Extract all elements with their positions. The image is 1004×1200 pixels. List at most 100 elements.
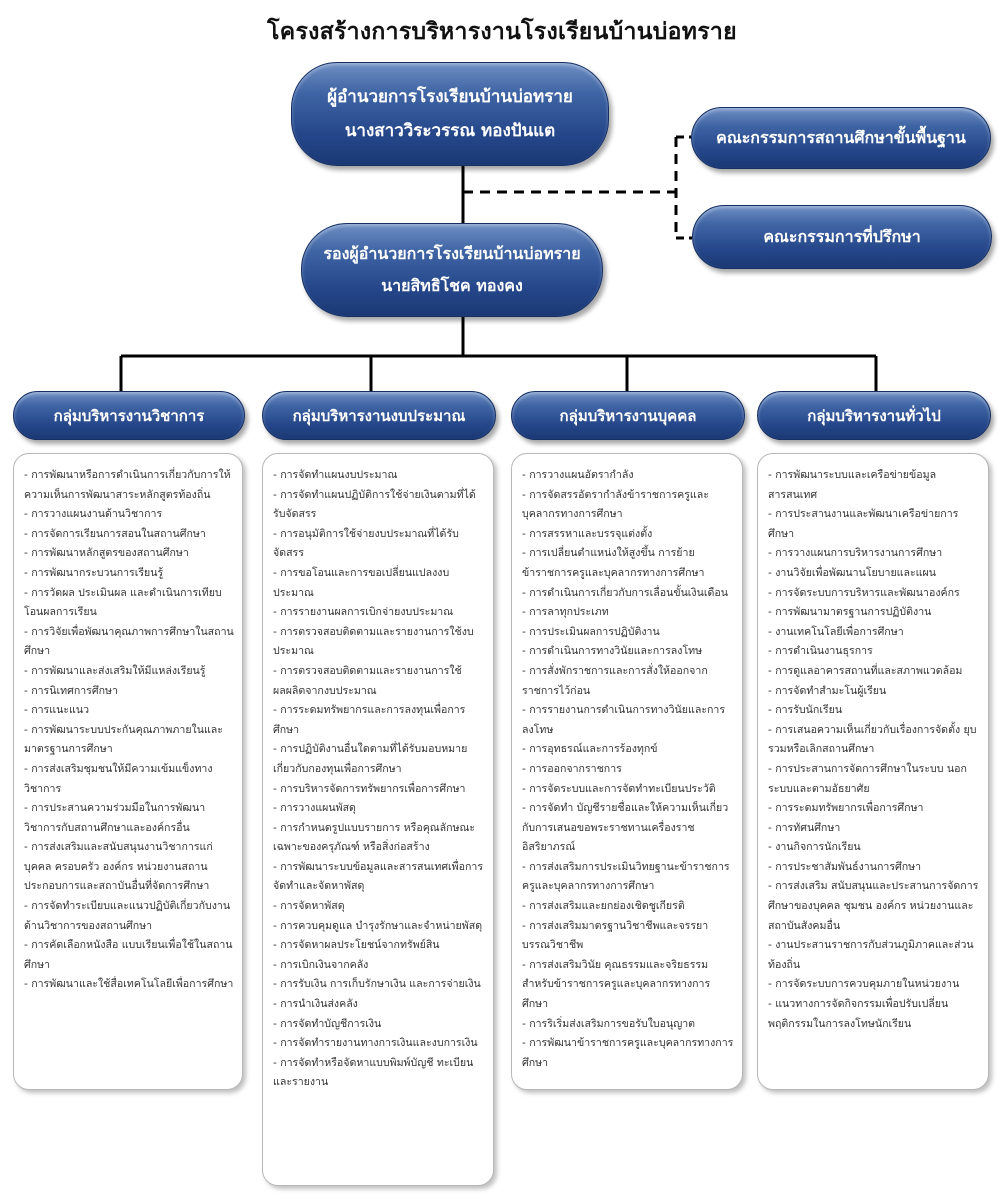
group-label: กลุ่มบริหารงานวิชาการ [53, 406, 205, 425]
task-item: - การจัดหาพัสดุ [273, 900, 345, 913]
task-item: - การทัศนศึกษา [768, 821, 841, 834]
task-item: - การนำเงินส่งคลัง [273, 998, 358, 1011]
task-item: - การวางแผนอัตรากำลัง [522, 469, 634, 481]
task-item: - การส่งเสริม สนับสนุนและประสานการจัดการ… [768, 880, 979, 932]
personnel-task-list: - การวางแผนอัตรากำลัง - การจัดสรรอัตรากำล… [511, 453, 743, 1090]
task-item: - การวางแผนพัสดุ [273, 802, 356, 815]
task-item: - การพัฒนาระบบข้อมูลและสารสนเทศเพื่อการจ… [273, 860, 484, 893]
task-item: - การส่งเสริมและสนับสนุนงานวิชาการแก่บุค… [24, 841, 213, 893]
task-item: - การจัดทำแผนงบประมาณ [273, 469, 398, 481]
task-item: - การริเริ่มส่งเสริมการขอรับใบอนุญาต [522, 1017, 696, 1030]
task-item: - งานวิจัยเพื่อพัฒนานโยบายและแผน [768, 566, 936, 579]
task-item: - การคัดเลือกหนังสือ แบบเรียนเพื่อใช้ในส… [24, 939, 233, 971]
task-item: - การพัฒนาหรือการดำเนินการเกี่ยวกับการให… [24, 469, 231, 501]
task-item: - การวางแผนงานด้านวิชาการ [24, 508, 163, 521]
task-item: - แนวทางการจัดกิจกรรมเพื่อปรับเปลี่ยนพฤต… [768, 998, 949, 1030]
director-position: ผู้อำนวยการโรงเรียนบ้านบ่อทราย [327, 87, 573, 107]
task-item: - การวิจัยเพื่อพัฒนาคุณภาพการศึกษาในสถาน… [24, 625, 234, 658]
task-item: - งานกิจการนักเรียน [768, 841, 861, 854]
task-item: - การพัฒนาข้าราชการครูและบุคลากรทางการศึ… [522, 1037, 734, 1069]
task-item: - การเปลี่ยนตำแหน่งให้สูงขึ้น การย้ายข้า… [522, 547, 705, 579]
task-item: - การส่งเสริมชุมชนให้มีความเข้มแข็งทางวิ… [24, 762, 213, 795]
task-item: - การจัดสรรอัตรากำลังข้าราชการครูและบุคล… [522, 488, 709, 521]
task-item: - การส่งเสริมและยกย่องเชิดชูเกียรติ [522, 900, 685, 913]
task-item: - การลาทุกประเภท [522, 606, 609, 619]
task-item: - การจัดทำรายงานทางการเงินและงบการเงิน [273, 1037, 478, 1050]
group-label: กลุ่มบริหารงานทั่วไป [807, 406, 941, 425]
task-item: - การรับเงิน การเก็บรักษาเงิน และการจ่าย… [273, 978, 481, 991]
task-item: - การประสานความร่วมมือในการพัฒนาวิชาการก… [24, 802, 206, 834]
task-item: - การประสานงานและพัฒนาเครือข่ายการศึกษา [768, 508, 959, 540]
group-personnel-box: กลุ่มบริหารงานบุคคล [511, 391, 745, 440]
task-item: - การวางแผนการบริหารงานการศึกษา [768, 547, 943, 560]
task-item: - การสรรหาและบรรจุแต่งตั้ง [522, 527, 653, 540]
task-item: - การดำเนินการเกี่ยวกับการเลื่อนขั้นเงิน… [522, 586, 728, 599]
task-item: - การดูแลอาคารสถานที่และสภาพแวดล้อม [768, 664, 963, 677]
task-item: - การเสนอความเห็นเกี่ยวกับเรื่องการจัดตั… [768, 723, 977, 756]
task-item: - การอนุมัติการใช้จ่ายงบประมาณที่ได้รับจ… [273, 527, 459, 560]
task-item: - การพัฒนาหลักสูตรของสถานศึกษา [24, 547, 189, 560]
deputy-name: นายสิทธิโชค ทองคง [381, 276, 523, 295]
group-general-box: กลุ่มบริหารงานทั่วไป [757, 391, 991, 440]
budget-task-list: - การจัดทำแผนงบประมาณ - การจัดทำแผนปฏิบัต… [262, 453, 494, 1186]
task-item: - การนิเทศการศึกษา [24, 684, 118, 697]
task-item: - การพัฒนาและใช้สื่อเทคโนโลยีเพื่อการศึก… [24, 978, 234, 991]
task-item: - การวัดผล ประเมินผล และดำเนินการเทียบโอ… [24, 586, 222, 619]
task-item: - การจัดระบบการบริหารและพัฒนาองค์กร [768, 586, 960, 599]
task-item: - การจัดระบบการควบคุมภายในหน่วยงาน [768, 978, 960, 991]
task-item: - การรับนักเรียน [768, 704, 843, 717]
task-item: - การจัดระบบและการจัดทำทะเบียนประวัติ [522, 782, 716, 795]
task-item: - การประชาสัมพันธ์งานการศึกษา [768, 860, 922, 873]
task-item: - การจัดทำระเบียบและแนวปฏิบัติเกี่ยวกับง… [24, 900, 231, 932]
task-item: - การจัดทำ บัญชีรายชื่อและให้ความเห็นเกี… [522, 802, 729, 854]
task-item: - การแนะแนว [24, 704, 90, 717]
task-item: - การส่งเสริมมาตรฐานวิชาชีพและจรรยาบรรณว… [522, 919, 709, 952]
task-item: - การรายงานการดำเนินการทางวินัยและการลงโ… [522, 704, 726, 736]
page-title: โครงสร้างการบริหารงานโรงเรียนบ้านบ่อทราย [267, 19, 737, 45]
task-item: - การออกจากราชการ [522, 762, 622, 775]
task-item: - การพัฒนามาตรฐานการปฏิบัติงาน [768, 606, 932, 619]
task-item: - การปฏิบัติงานอื่นใดตามที่ได้รับมอบหมาย… [273, 743, 468, 775]
director-box: ผู้อำนวยการโรงเรียนบ้านบ่อทราย นางสาววิร… [291, 62, 609, 166]
task-item: - การจัดการเรียนการสอนในสถานศึกษา [24, 527, 206, 540]
task-item: - การตรวจสอบติดตามและรายงานการใช้งบประมา… [273, 625, 474, 658]
deputy-position: รองผู้อำนวยการโรงเรียนบ้านบ่อทราย [323, 244, 581, 263]
group-label: กลุ่มบริหารงานบุคคล [559, 406, 697, 425]
task-item: - การส่งเสริมวินัย คุณธรรมและจริยธรรมสำห… [522, 958, 711, 1011]
director-name: นางสาววิระวรรณ ทองปันแต [344, 121, 556, 141]
task-item: - การรายงานผลการเบิกจ่ายงบประมาณ [273, 606, 454, 619]
task-item: - การอุทธรณ์และการร้องทุกข์ [522, 743, 658, 756]
task-item: - การจัดทำแผนปฏิบัติการใช้จ่ายเงินตามที่… [273, 488, 476, 521]
group-label: กลุ่มบริหารงานงบประมาณ [292, 406, 466, 425]
task-item: - การส่งเสริมการประเมินวิทยฐานะข้าราชการ… [522, 860, 730, 893]
task-item: - การกำหนดรูปแบบรายการ หรือคุณลักษณะเฉพา… [273, 821, 476, 854]
committee-basic-education-box: คณะกรรมการสถานศึกษาขั้นพื้นฐาน [691, 107, 991, 169]
task-item: - การประเมินผลการปฏิบัติงาน [522, 625, 660, 638]
task-item: - การจัดทำบัญชีการเงิน [273, 1017, 382, 1030]
task-item: - การสั่งพักราชการและการสั่งให้ออกจากราช… [522, 664, 708, 697]
task-item: - การดำเนินการทางวินัยและการลงโทษ [522, 645, 703, 658]
task-item: - การจัดหาผลประโยชน์จากทรัพย์สิน [273, 939, 440, 952]
group-budget-box: กลุ่มบริหารงานงบประมาณ [262, 391, 496, 440]
committee-advisory-box: คณะกรรมการที่ปรึกษา [692, 205, 992, 269]
task-item: - การจัดทำสำมะโนผู้เรียน [768, 684, 887, 697]
academic-task-list: - การพัฒนาหรือการดำเนินการเกี่ยวกับการให… [13, 453, 243, 1090]
general-task-list: - การพัฒนาระบบและเครือข่ายข้อมูลสารสนเทศ… [757, 453, 989, 1090]
task-item: - การดำเนินงานธุรการ [768, 645, 873, 658]
task-item: - การระดมทรัพยากรเพื่อการศึกษา [768, 802, 924, 815]
task-item: - การบริหารจัดการทรัพยากรเพื่อการศึกษา [273, 782, 466, 795]
task-item: - การเบิกเงินจากคลัง [273, 958, 369, 971]
task-item: - งานประสานราชการกับส่วนภูมิภาคและส่วนท้… [768, 939, 974, 971]
task-item: - การควบคุมดูแล บำรุงรักษาและจำหน่ายพัสด… [273, 919, 483, 932]
task-item: - การพัฒนาระบบและเครือข่ายข้อมูลสารสนเทศ [768, 469, 937, 501]
task-item: - การประสานการจัดการศึกษาในระบบ นอกระบบแ… [768, 762, 967, 795]
committee-label: คณะกรรมการที่ปรึกษา [763, 226, 921, 246]
task-item: - การขอโอนและการขอเปลี่ยนแปลงงบประมาณ [273, 566, 450, 599]
task-item: - การพัฒนาระบบประกันคุณภาพภายในและมาตรฐา… [24, 723, 223, 756]
task-item: - การตรวจสอบติดตามและรายงานการใช้ผลผลิตจ… [273, 664, 462, 697]
group-academic-box: กลุ่มบริหารงานวิชาการ [13, 391, 245, 440]
committee-label: คณะกรรมการสถานศึกษาขั้นพื้นฐาน [716, 127, 966, 147]
task-item: - การพัฒนากระบวนการเรียนรู้ [24, 566, 164, 579]
task-item: - การระดมทรัพยากรและการลงทุนเพื่อการศึกษ… [273, 704, 466, 736]
